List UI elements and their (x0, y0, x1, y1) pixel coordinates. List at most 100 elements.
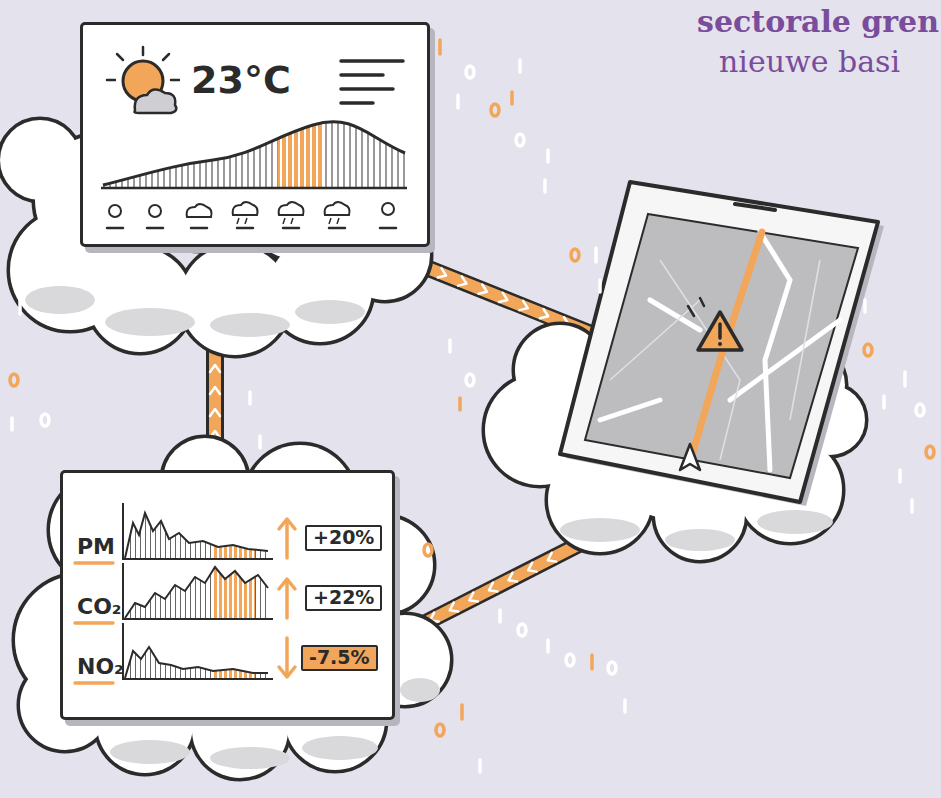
illustration-part (341, 59, 403, 63)
illustration-part (0, 120, 80, 200)
arrow-chevron (210, 387, 220, 394)
illustration-part (380, 227, 396, 230)
illustration-part (237, 218, 239, 224)
illustration-part (499, 293, 509, 305)
illustration-part (125, 647, 268, 678)
illustration-part (105, 308, 195, 336)
percentage-box: +20% (305, 525, 382, 551)
illustration-part (460, 705, 464, 719)
illustration-part (600, 232, 840, 470)
illustration-part (560, 518, 640, 542)
illustration-part (448, 340, 452, 352)
illustration-part (210, 747, 290, 769)
illustration-part (302, 736, 378, 760)
illustration-part (75, 621, 113, 625)
illustration-part (117, 54, 123, 60)
illustration-part (438, 40, 442, 54)
illustration-part (149, 205, 161, 217)
illustration-part (680, 444, 700, 470)
cloud (15, 438, 450, 778)
illustration-part (916, 404, 924, 416)
illustration-part (543, 180, 547, 192)
weather-screen: 23°C (80, 22, 430, 247)
illustration-part (329, 227, 345, 230)
box-text: +22% (313, 588, 374, 608)
illustration-part (698, 312, 742, 350)
illustration-part (191, 227, 207, 230)
illustration-part (863, 300, 867, 312)
sparkline-row (123, 563, 273, 619)
illustration-part (213, 567, 255, 618)
illustration-part (107, 227, 123, 230)
illustration-part (103, 122, 405, 187)
cloud-shade (560, 510, 833, 551)
illustration-part (600, 400, 660, 420)
illustration-part (147, 227, 163, 230)
illustration-part (10, 374, 18, 386)
illustration-part (248, 392, 252, 404)
illustration-part (142, 47, 145, 55)
illustration-part (688, 306, 694, 316)
illustration-part (233, 202, 258, 215)
illustration-part (487, 583, 498, 595)
illustration-part (400, 678, 440, 702)
illustration-part (103, 122, 405, 185)
illustration-part (540, 309, 550, 321)
illustration-part (279, 202, 304, 215)
cloud-shade (25, 286, 365, 337)
illustration-part (478, 760, 482, 772)
percentage-box: +22% (305, 585, 382, 611)
illustration-part (125, 567, 268, 618)
illustration-part (213, 647, 255, 678)
illustration-part (903, 372, 907, 386)
illustration-part (623, 700, 627, 712)
illustration-part (382, 203, 394, 215)
illustration-part (506, 573, 517, 585)
sparkline-row (123, 503, 273, 559)
illustration-part (110, 740, 190, 764)
illustration-part (926, 446, 934, 458)
illustration-part (610, 300, 700, 380)
pollutant-name: NO₂ (77, 655, 124, 678)
illustration-part (283, 218, 285, 224)
illustration-part (107, 79, 115, 82)
illustration-part (163, 54, 169, 60)
illustration-part (790, 260, 820, 420)
illustration-part (41, 414, 49, 426)
illustration-part (125, 567, 268, 618)
illustration-part (10, 418, 14, 430)
illustration-part (665, 529, 735, 551)
illustration-part (125, 513, 268, 558)
box-text: +20% (313, 528, 374, 548)
illustration-part (337, 218, 339, 224)
illustration-part (295, 300, 365, 324)
illustration-part (436, 724, 444, 736)
illustration-part (456, 95, 460, 108)
illustration-part (438, 268, 448, 280)
illustration-part (424, 544, 432, 556)
illustration-part (757, 510, 833, 534)
illustration-part (560, 182, 878, 502)
illustration-part (688, 298, 704, 316)
illustration-part (325, 202, 350, 215)
pollutant-name: PM (77, 535, 115, 558)
illustration-part (237, 218, 339, 224)
illustration-part (109, 202, 394, 217)
box-text: -7.5% (309, 648, 370, 668)
illustration-part (245, 218, 247, 224)
illustration-part (566, 654, 574, 666)
illustration-part (135, 89, 177, 113)
illustration-part (291, 218, 293, 224)
illustration-part (75, 681, 113, 685)
illustration-part (718, 342, 722, 346)
illustration-part (898, 470, 902, 482)
illustration-part (285, 521, 289, 558)
data-band (413, 537, 587, 632)
illustration-part (125, 647, 268, 678)
illustration-part (0, 120, 80, 200)
illustration-part (341, 61, 403, 103)
illustration-part (510, 92, 514, 104)
illustration-part (278, 122, 323, 187)
illustration-part (447, 603, 458, 615)
illustration-part (518, 60, 522, 72)
